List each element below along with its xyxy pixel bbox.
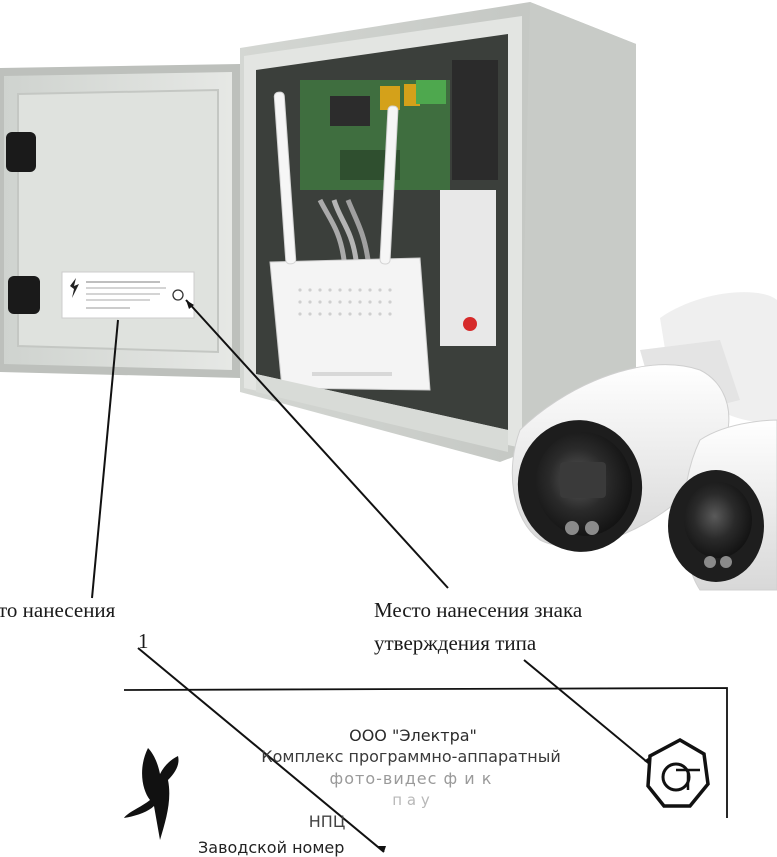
antenna-left xyxy=(273,91,297,265)
pointer-line-right xyxy=(185,299,449,589)
label-line-5: НПЦ xyxy=(308,812,346,831)
lightning-logo-icon xyxy=(124,748,179,840)
label-company-name: ООО "Электра" xyxy=(349,726,477,745)
caption-type-approval-line1: Место нанесения знака xyxy=(374,598,583,622)
door-latch-bottom xyxy=(8,276,40,314)
pointer-line-mark xyxy=(523,659,653,767)
pointer-line-serial xyxy=(137,647,385,853)
camera-large xyxy=(511,292,777,552)
label-plate xyxy=(123,687,728,840)
enclosure-door xyxy=(0,64,240,378)
caption-left-tail: 1 xyxy=(138,629,149,653)
label-serial-number: Заводской номер xyxy=(198,838,345,857)
enclosure-box xyxy=(240,2,636,462)
label-line-4: п а у xyxy=(392,791,430,809)
pointer-line-left xyxy=(91,319,119,599)
label-product-name: Комплекс программно-аппаратный xyxy=(261,747,561,766)
caption-type-approval-line2: утверждения типа xyxy=(374,631,537,655)
pointer-lines xyxy=(91,299,653,853)
label-line-3: фото-видес ф и к xyxy=(329,769,493,788)
door-latch-top xyxy=(6,132,36,172)
caption-left: то нанесения xyxy=(0,598,116,622)
type-approval-mark-icon xyxy=(646,737,710,808)
door-sticker xyxy=(61,271,195,319)
camera-small xyxy=(668,419,777,591)
antenna-right xyxy=(379,105,399,265)
router xyxy=(269,257,431,391)
